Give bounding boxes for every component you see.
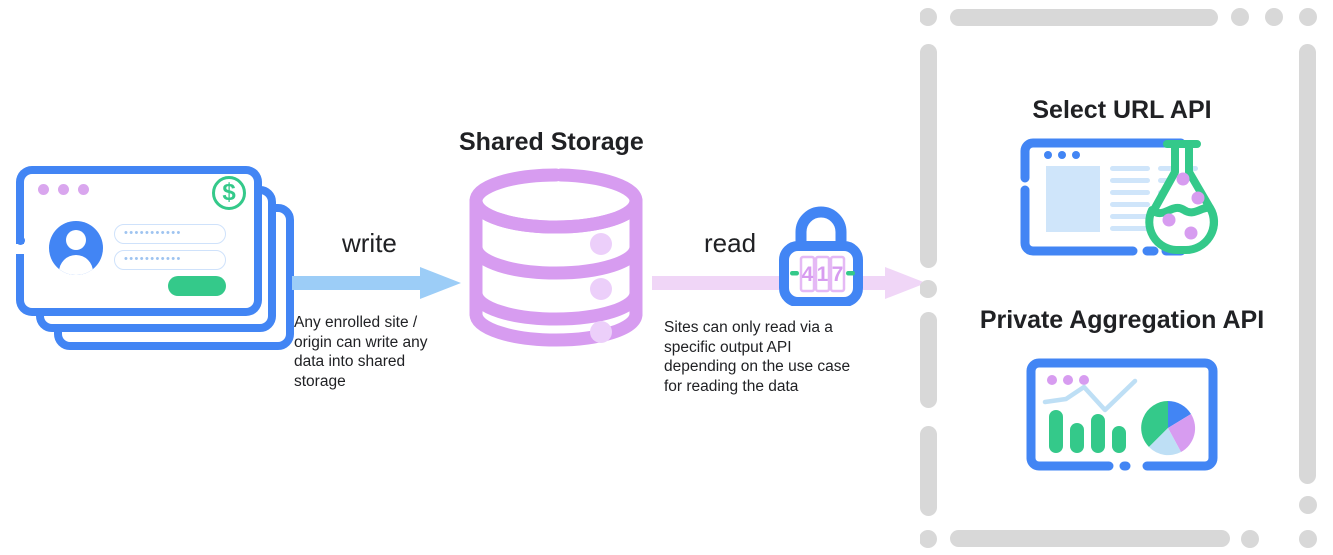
lock-digit-3: 7 bbox=[832, 263, 844, 286]
avatar-body bbox=[59, 255, 93, 275]
output-apis-frame: Select URL API Private Aggregation API bbox=[920, 8, 1317, 548]
select-url-api-title: Select URL API bbox=[1032, 96, 1211, 124]
pie-chart bbox=[1141, 401, 1196, 456]
window-frame-right-fill bbox=[254, 236, 262, 262]
lock-digit-1: 4 bbox=[802, 263, 814, 286]
browser-window-with-flask-icon bbox=[1020, 138, 1219, 256]
user-avatar-icon bbox=[49, 221, 103, 275]
write-caption: Any enrolled site / origin can write any… bbox=[294, 314, 428, 390]
enrolled-site-windows: $ ••••••••••• ••••••••••• bbox=[14, 166, 304, 366]
window-dot-icon bbox=[38, 184, 49, 195]
username-field-value: ••••••••••• bbox=[124, 227, 182, 239]
write-arrow-right-icon bbox=[292, 267, 461, 299]
dollar-circle-icon: $ bbox=[212, 176, 246, 210]
avatar-head bbox=[66, 230, 86, 250]
username-field[interactable]: ••••••••••• bbox=[114, 224, 226, 244]
shared-storage-title: Shared Storage bbox=[459, 128, 644, 156]
write-label: write bbox=[342, 228, 397, 258]
bar-chart-series bbox=[1049, 410, 1126, 453]
password-field[interactable]: ••••••••••• bbox=[114, 250, 226, 270]
lock-digit-2: 1 bbox=[817, 263, 829, 286]
sign-in-button[interactable] bbox=[168, 276, 226, 296]
window-frame-top bbox=[16, 166, 262, 244]
read-caption: Sites can only read via a specific outpu… bbox=[664, 319, 851, 395]
window-frame-bottom bbox=[16, 254, 262, 316]
line-chart-series bbox=[1042, 378, 1138, 413]
browser-window-with-charts-icon bbox=[1026, 358, 1218, 471]
window-frame-notch-dot-icon bbox=[16, 236, 25, 245]
window-dots bbox=[1047, 375, 1089, 385]
window-control-dots bbox=[38, 184, 89, 195]
window-dot-icon bbox=[58, 184, 69, 195]
password-field-value: ••••••••••• bbox=[124, 253, 182, 265]
database-cylinder-icon bbox=[469, 168, 643, 347]
combination-lock-icon: 4 1 7 bbox=[779, 206, 863, 306]
read-label: read bbox=[704, 228, 757, 258]
private-aggregation-api-title: Private Aggregation API bbox=[980, 306, 1264, 334]
window-dot-icon bbox=[78, 184, 89, 195]
site-window-front: $ ••••••••••• ••••••••••• bbox=[16, 166, 262, 316]
